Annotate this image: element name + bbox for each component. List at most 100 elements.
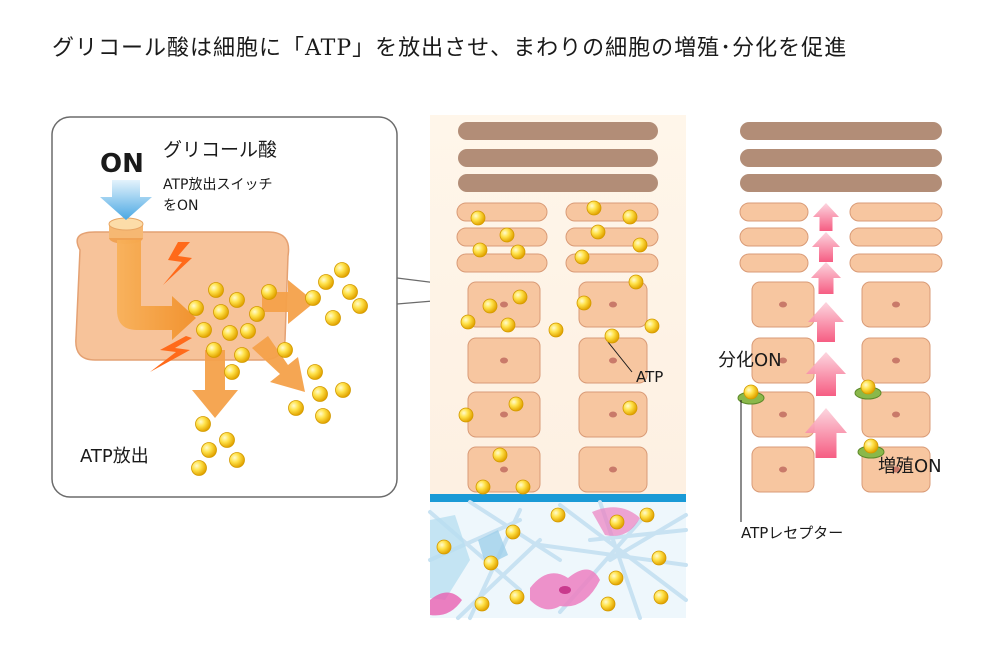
lightning-icon	[163, 242, 192, 285]
epidermal-cells	[456, 202, 659, 493]
atp-molecule	[229, 452, 245, 468]
atp-particles-tissue	[436, 200, 669, 612]
atp-molecule	[191, 460, 207, 476]
atp-molecule	[201, 442, 217, 458]
atp-molecule	[863, 438, 879, 454]
cell-nucleus	[779, 411, 787, 418]
atp-molecule	[509, 589, 525, 605]
atp-molecule	[312, 386, 328, 402]
release-arrow-right	[262, 280, 315, 324]
switch-label-line1: ATP放出スイッチ	[163, 177, 272, 193]
cell-nucleus	[892, 466, 900, 473]
cell-nucleus	[892, 411, 900, 418]
cell-nucleus	[609, 357, 617, 364]
fibroblast	[430, 592, 462, 616]
flattened-cell	[849, 253, 943, 273]
atp-receptors	[737, 379, 885, 459]
atp-molecule	[608, 570, 624, 586]
cell-nucleus	[609, 301, 617, 308]
basement-membrane	[430, 494, 686, 502]
up-arrow-icon	[808, 302, 844, 342]
corneum-band	[740, 122, 942, 140]
atp-molecule	[436, 539, 452, 555]
up-arrow-icon	[812, 232, 840, 262]
atp-molecule	[208, 282, 224, 298]
cell-nucleus	[892, 301, 900, 308]
atp-molecule	[600, 596, 616, 612]
stratum-corneum	[458, 122, 658, 192]
atp-molecule	[860, 379, 876, 395]
collagen-fiber	[588, 528, 688, 542]
flattened-cell	[565, 202, 659, 222]
atp-molecule	[335, 382, 351, 398]
cell-nucleus	[609, 466, 617, 473]
atp-molecule	[622, 400, 638, 416]
collagen-fiber	[456, 538, 542, 620]
up-arrow-icon	[805, 408, 847, 458]
atp-molecule	[224, 364, 240, 380]
atp-molecule	[609, 514, 625, 530]
atp-molecule	[229, 292, 245, 308]
corneum-band	[458, 149, 658, 167]
flattened-cell	[739, 202, 809, 222]
atp-molecule	[195, 416, 211, 432]
down-arrow-icon	[100, 180, 152, 220]
atp-molecule	[470, 210, 486, 226]
up-arrow-icon	[806, 352, 846, 396]
atp-molecule	[196, 322, 212, 338]
atp-molecule	[188, 300, 204, 316]
atp-molecule	[505, 524, 521, 540]
upward-signal-arrows	[805, 203, 847, 458]
atp-molecule	[474, 596, 490, 612]
atp-molecule	[307, 364, 323, 380]
cell-nucleus	[779, 466, 787, 473]
up-arrow-icon	[813, 203, 839, 231]
atp-molecule	[261, 284, 277, 300]
atp-molecule	[548, 322, 564, 338]
release-arrow-down	[192, 350, 238, 418]
atp-molecule	[743, 384, 759, 400]
flattened-cell	[849, 202, 943, 222]
atp-molecule	[499, 227, 515, 243]
atp-cluster-release	[188, 262, 368, 476]
atp-pointer-line	[607, 341, 633, 373]
corneum-band	[740, 149, 942, 167]
release-label: ATP放出	[80, 446, 149, 467]
atp-molecule	[515, 479, 531, 495]
cell-nucleus	[500, 466, 508, 473]
atp-molecule	[500, 317, 516, 333]
release-arrow-diagonal	[252, 336, 305, 392]
atp-molecule	[472, 242, 488, 258]
panel-atp-release: ON グリコール酸 ATP放出スイッチ をON ATP放出	[51, 116, 470, 498]
atp-molecule	[550, 507, 566, 523]
flattened-cell	[456, 253, 548, 273]
receptor-label: ATPレセプター	[741, 524, 843, 542]
stratum-corneum	[740, 122, 942, 192]
atp-molecule	[458, 407, 474, 423]
cell-nucleus	[500, 357, 508, 364]
atp-molecule	[632, 237, 648, 253]
cell-nucleus	[500, 301, 508, 308]
cell-nucleus	[500, 411, 508, 418]
atp-molecule	[475, 479, 491, 495]
fiber-patch	[478, 530, 508, 566]
atp-molecule	[352, 298, 368, 314]
panel-receptor: 分化ON 増殖ON ATPレセプター	[718, 122, 943, 542]
flattened-cell	[739, 253, 809, 273]
atp-molecule	[222, 325, 238, 341]
atp-molecule	[325, 310, 341, 326]
atp-molecule	[315, 408, 331, 424]
corneum-band	[458, 174, 658, 192]
atp-molecule	[318, 274, 334, 290]
atp-molecule	[639, 507, 655, 523]
atp-molecule	[576, 295, 592, 311]
agent-label: グリコール酸	[163, 139, 277, 161]
corneum-band	[740, 174, 942, 192]
on-label: ON	[100, 149, 144, 179]
atp-molecule	[512, 289, 528, 305]
atp-molecule	[206, 342, 222, 358]
atp-molecule	[240, 323, 256, 339]
atp-molecule	[622, 209, 638, 225]
corneum-band	[458, 122, 658, 140]
